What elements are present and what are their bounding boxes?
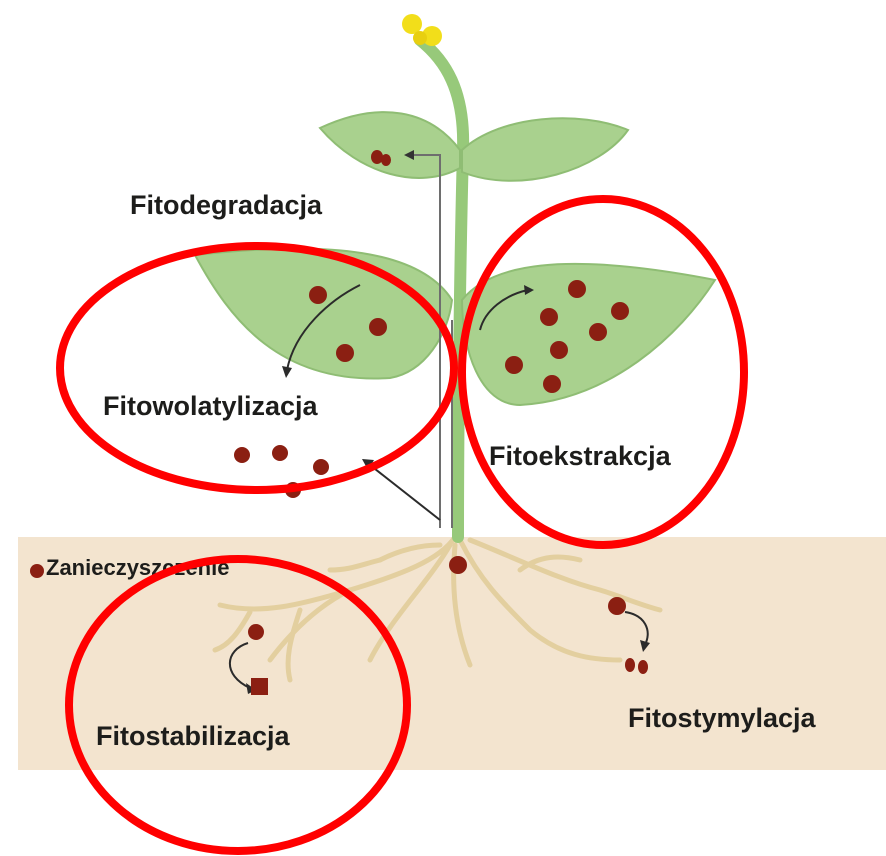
label-fitoekstrakcja: Fitoekstrakcja: [489, 441, 672, 471]
upper-right-leaf: [462, 118, 628, 180]
label-fitodegradacja: Fitodegradacja: [130, 190, 323, 220]
label-fitostymylacja: Fitostymylacja: [628, 703, 817, 733]
lower-left-leaf: [195, 249, 452, 379]
label-fitostabilizacja: Fitostabilizacja: [96, 721, 291, 751]
label-fitowolatylizacja: Fitowolatylizacja: [103, 391, 319, 421]
lower-right-leaf: [462, 264, 715, 405]
flower-icon: [402, 14, 442, 46]
